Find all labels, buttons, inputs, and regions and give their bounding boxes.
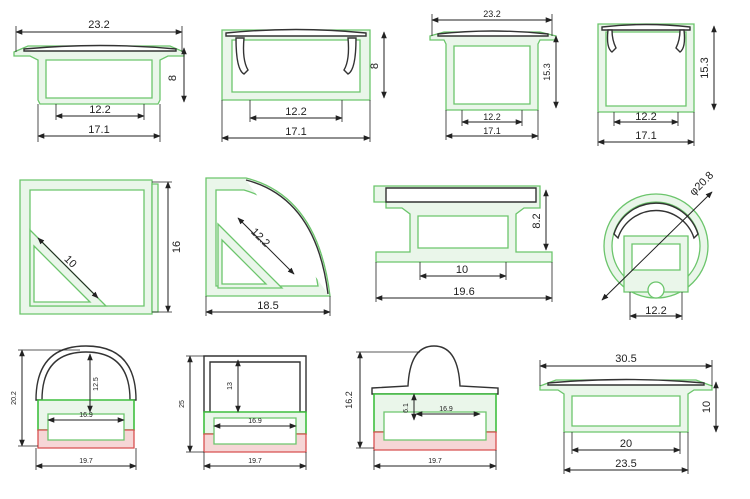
p1-dim-inner: 12.2 bbox=[89, 104, 110, 116]
p11-dim-height: 16.2 bbox=[344, 391, 354, 409]
p1-dim-width: 23.2 bbox=[88, 19, 109, 31]
p9-dim-outer: 19.7 bbox=[79, 458, 93, 465]
p11-dim-outer: 19.7 bbox=[428, 458, 442, 465]
p11-dim-inner: 16.9 bbox=[439, 406, 453, 413]
p10-dim-inner: 16.9 bbox=[248, 418, 262, 425]
p3-dim-inner: 12.2 bbox=[483, 112, 501, 122]
p3-dim-width: 23.2 bbox=[483, 9, 501, 19]
p10-dim-outer: 19.7 bbox=[248, 458, 262, 465]
p12-dim-inner: 20 bbox=[620, 438, 632, 450]
p5-dim-height: 16 bbox=[171, 241, 183, 253]
profile-9: 20.2 12.5 16.9 19.7 bbox=[11, 345, 137, 470]
p8-dim-inner: 12.2 bbox=[645, 305, 666, 317]
p12-dim-width: 30.5 bbox=[615, 353, 636, 365]
profile-10: 25 13 16.9 19.7 bbox=[179, 355, 307, 470]
p7-dim-inner: 10 bbox=[456, 264, 468, 276]
p7-dim-outer: 19.6 bbox=[453, 286, 474, 298]
p9-dim-inner-height: 12.5 bbox=[93, 377, 100, 391]
p3-dim-height: 15.3 bbox=[542, 63, 552, 81]
profile-4: 15.3 12.2 17.1 bbox=[597, 23, 717, 146]
p9-dim-height: 20.2 bbox=[11, 391, 18, 405]
profile-12: 30.5 10 20 23.5 bbox=[539, 353, 719, 474]
profile-1: 23.2 8 12.2 17.1 bbox=[13, 19, 187, 142]
p4-dim-height: 15.3 bbox=[699, 57, 711, 78]
p4-dim-outer: 17.1 bbox=[635, 130, 656, 142]
p10-dim-height: 25 bbox=[179, 400, 186, 408]
profile-5: 10 16 bbox=[19, 179, 183, 315]
p2-dim-outer: 17.1 bbox=[285, 126, 306, 138]
profile-6: 12.2 18.5 bbox=[205, 177, 331, 316]
p11-dim-inner-height: 6.1 bbox=[403, 403, 410, 413]
p2-dim-height: 8 bbox=[369, 63, 381, 69]
profile-8: φ20.8 12.2 bbox=[601, 170, 717, 320]
p12-dim-outer: 23.5 bbox=[615, 458, 636, 470]
profile-7: 8.2 10 19.6 bbox=[373, 185, 553, 302]
p7-dim-height: 8.2 bbox=[531, 213, 543, 228]
p2-dim-inner: 12.2 bbox=[285, 106, 306, 118]
p6-dim-width: 18.5 bbox=[257, 300, 278, 312]
p8-dim-diameter: φ20.8 bbox=[688, 170, 717, 199]
p9-dim-inner: 16.9 bbox=[79, 412, 93, 419]
p3-dim-outer: 17.1 bbox=[483, 126, 501, 136]
profile-3: 23.2 15.3 12.2 17.1 bbox=[429, 9, 559, 140]
p4-dim-inner: 12.2 bbox=[635, 111, 656, 123]
p12-dim-height: 10 bbox=[701, 401, 713, 413]
p1-dim-outer: 17.1 bbox=[88, 124, 109, 136]
profile-2: 8 12.2 17.1 bbox=[221, 28, 387, 142]
profile-11: 16.2 6.1 16.9 19.7 bbox=[344, 345, 499, 470]
p1-dim-height: 8 bbox=[167, 75, 179, 81]
p10-dim-inner-height: 13 bbox=[227, 382, 234, 390]
